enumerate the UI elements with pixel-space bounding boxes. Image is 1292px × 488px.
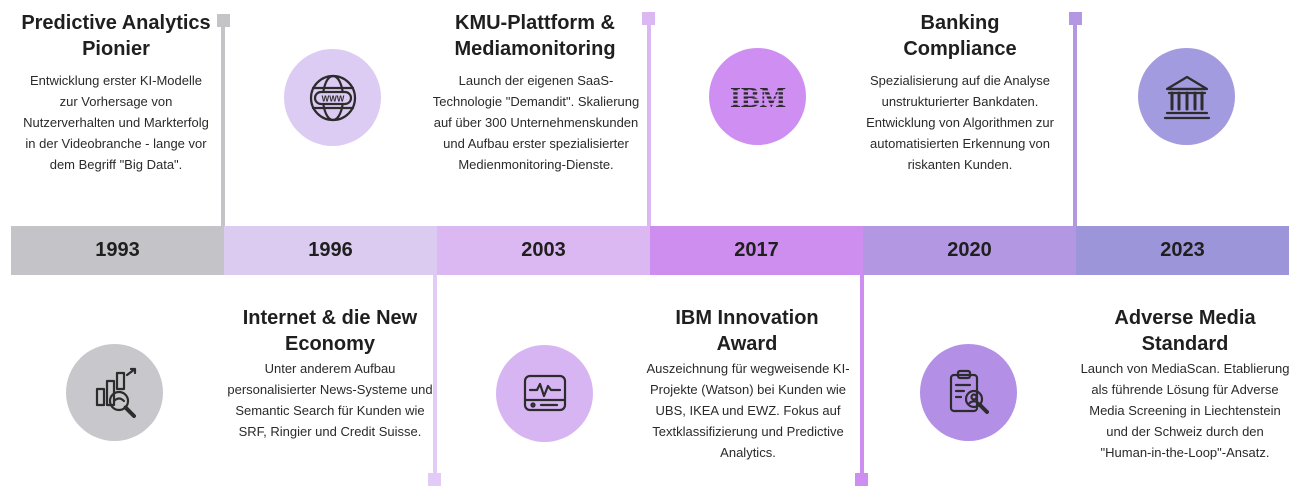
milestone-title-2020: Banking Compliance (903, 12, 1017, 60)
globe-www-icon: WWW (309, 74, 356, 121)
www-circle: WWW (284, 49, 381, 146)
connector-line-2003 (647, 18, 651, 226)
monitor-circle (496, 345, 593, 442)
analytics-circle (66, 344, 163, 441)
milestone-desc-2020: Spezialisierung auf die Analyse unstrukt… (866, 73, 1054, 172)
bank-building-icon (1163, 75, 1210, 119)
connector-line-1993 (221, 20, 225, 226)
connector-line-2017 (860, 275, 864, 475)
year-band-2017: 2017 (650, 226, 863, 275)
year-band-2003: 2003 (437, 226, 650, 275)
year-band-2023: 2023 (1076, 226, 1289, 275)
connector-line-2020 (1073, 18, 1077, 226)
analytics-search-icon (95, 367, 136, 418)
monitoring-display-icon (523, 374, 566, 411)
svg-text:WWW: WWW (321, 94, 344, 103)
milestone-title-2017: IBM Innovation Award (675, 307, 819, 355)
milestone-title-1993: Predictive Analytics Pionier (21, 12, 211, 60)
connector-marker-1996 (428, 473, 441, 486)
year-band-1996: 1996 (224, 226, 437, 275)
year-band-2020: 2020 (863, 226, 1076, 275)
milestone-desc-2023: Launch von MediaScan. Etablierung als fü… (1080, 361, 1290, 460)
clipboard-person-search-icon (949, 369, 989, 414)
ibm-logo-icon: IBM (730, 83, 786, 114)
svg-text:IBM: IBM (730, 83, 786, 114)
bank-circle (1138, 48, 1235, 145)
compliance-circle (920, 344, 1017, 441)
connector-marker-2017 (855, 473, 868, 486)
milestone-desc-2003: Launch der eigenen SaaS-Technologie "Dem… (432, 73, 640, 172)
ibm-circle: IBM (709, 48, 806, 145)
milestone-desc-1996: Unter anderem Aufbau personalisierter Ne… (227, 361, 433, 439)
milestone-title-2003: KMU-Plattform & Mediamonitoring (454, 12, 616, 60)
milestone-title-2023: Adverse Media Standard (1114, 307, 1256, 355)
milestone-title-1996: Internet & die New Economy (242, 307, 418, 355)
milestone-desc-2017: Auszeichnung für wegweisende KI-Projekte… (646, 361, 850, 460)
year-band-1993: 1993 (11, 226, 224, 275)
milestone-desc-1993: Entwicklung erster KI-Modelle zur Vorher… (23, 73, 209, 172)
connector-line-1996 (433, 275, 437, 475)
